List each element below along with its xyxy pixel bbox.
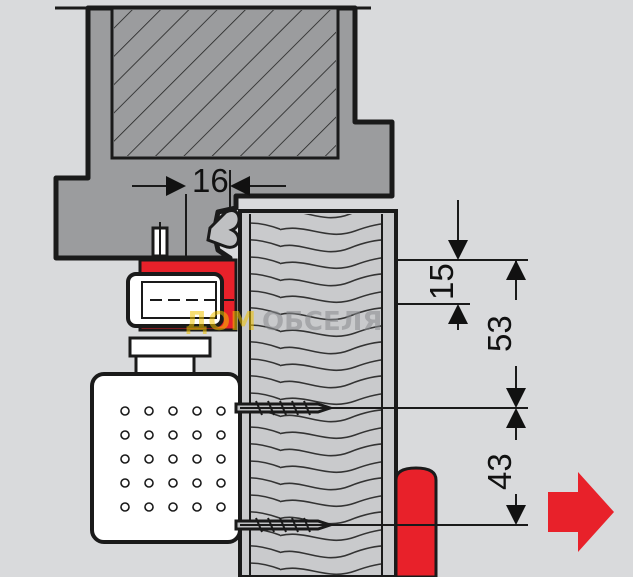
arm-bracket bbox=[128, 336, 212, 378]
vent-hole bbox=[216, 502, 226, 512]
vent-hole bbox=[144, 406, 154, 416]
vent-hole bbox=[144, 502, 154, 512]
vent-hole bbox=[144, 454, 154, 464]
vent-hole bbox=[120, 406, 130, 416]
vent-hole bbox=[144, 478, 154, 488]
vent-hole bbox=[168, 406, 178, 416]
door-seal bbox=[206, 209, 241, 249]
frame-wood-hatch bbox=[114, 10, 336, 156]
closer-body bbox=[90, 372, 242, 544]
vent-hole bbox=[216, 430, 226, 440]
dimension-screw-spacing-label: 43 bbox=[481, 453, 518, 490]
vent-hole bbox=[144, 430, 154, 440]
vent-hole bbox=[192, 478, 202, 488]
vent-hole bbox=[120, 478, 130, 488]
watermark: ДОМ ОБСЕЛЯ bbox=[185, 307, 382, 337]
vent-hole bbox=[120, 454, 130, 464]
vent-hole bbox=[192, 406, 202, 416]
vent-hole bbox=[168, 502, 178, 512]
slide-rail bbox=[126, 258, 238, 332]
vent-hole bbox=[216, 454, 226, 464]
vent-hole bbox=[120, 502, 130, 512]
watermark-right: ОБСЕЛЯ bbox=[262, 307, 382, 337]
vent-hole bbox=[216, 478, 226, 488]
vent-hole bbox=[168, 478, 178, 488]
door-leaf bbox=[238, 209, 398, 577]
dimension-frame-gap: 16 bbox=[132, 162, 286, 258]
vent-hole bbox=[120, 430, 130, 440]
vent-hole bbox=[192, 430, 202, 440]
vent-hole bbox=[216, 406, 226, 416]
vent-hole bbox=[168, 454, 178, 464]
vent-hole bbox=[168, 430, 178, 440]
closer-vent-holes bbox=[120, 406, 226, 512]
dimension-rail-offset-label: 15 bbox=[423, 263, 460, 300]
door-frame bbox=[53, 5, 395, 261]
door-wood-grain bbox=[250, 214, 382, 577]
dimension-screw-spacing: 43 bbox=[240, 408, 528, 526]
vent-hole bbox=[192, 454, 202, 464]
dimension-total-height-label: 53 bbox=[481, 315, 518, 352]
vent-hole bbox=[192, 502, 202, 512]
watermark-left: ДОМ bbox=[185, 307, 256, 337]
dimension-total-height: 53 bbox=[240, 260, 528, 409]
door-handle bbox=[394, 466, 438, 577]
arrow-right-icon bbox=[548, 472, 614, 552]
dimension-frame-gap-label: 16 bbox=[192, 162, 229, 199]
